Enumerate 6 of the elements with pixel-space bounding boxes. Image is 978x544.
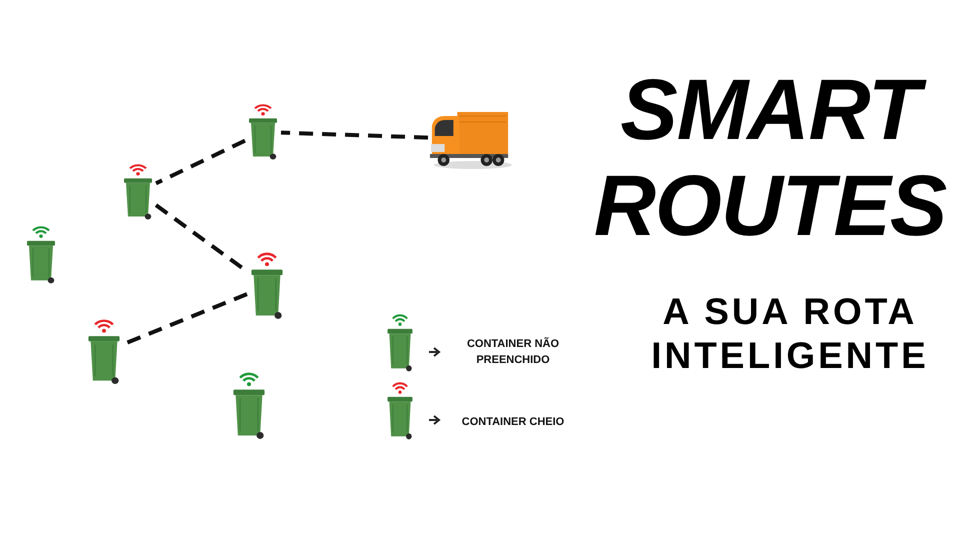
dashed-route-line xyxy=(280,130,428,140)
legend-label: CONTAINER NÃO PREENCHIDO xyxy=(466,336,560,368)
title: SMART ROUTES xyxy=(592,62,948,254)
legend-label: CONTAINER CHEIO xyxy=(460,415,566,430)
dashed-route-line xyxy=(155,138,246,186)
subtitle: A SUA ROTA INTELIGENTE xyxy=(650,290,930,378)
